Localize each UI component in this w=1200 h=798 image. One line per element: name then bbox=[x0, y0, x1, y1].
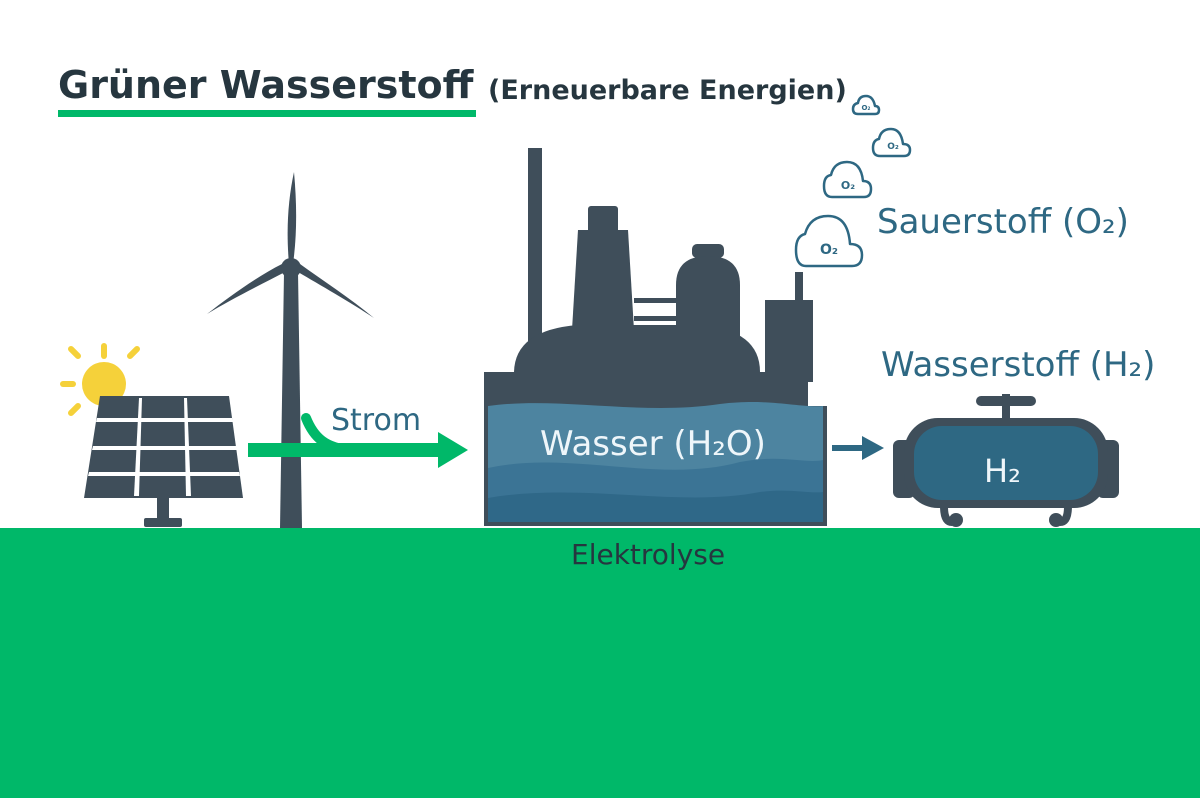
hydrogen-tank-icon bbox=[893, 394, 1119, 527]
tank-label: H₂ bbox=[984, 452, 1021, 490]
hydrogen-arrow bbox=[832, 436, 884, 460]
hydrogen-label: Wasserstoff (H₂) bbox=[881, 345, 1156, 385]
diagram-subtitle: (Erneuerbare Energien) bbox=[488, 75, 847, 106]
title-underline bbox=[58, 110, 476, 117]
power-label: Strom bbox=[331, 403, 422, 438]
oxygen-label: Sauerstoff (O₂) bbox=[877, 202, 1129, 242]
water-label: Wasser (H₂O) bbox=[540, 424, 766, 464]
o2-bubble-label: O₂ bbox=[820, 242, 838, 258]
solar-panel-icon bbox=[84, 396, 243, 527]
factory-icon bbox=[484, 148, 827, 526]
o2-bubble-label: O₂ bbox=[861, 104, 870, 112]
electrolysis-label: Elektrolyse bbox=[571, 538, 726, 571]
wind-turbine-icon bbox=[207, 172, 374, 528]
oxygen-cloud-icon bbox=[794, 94, 912, 268]
o2-bubble-label: O₂ bbox=[841, 179, 855, 192]
sun-icon bbox=[60, 343, 140, 416]
diagram-title: Grüner Wasserstoff bbox=[58, 63, 474, 107]
o2-bubble-label: O₂ bbox=[887, 142, 899, 152]
power-arrow bbox=[248, 413, 468, 468]
ground bbox=[0, 528, 1200, 798]
